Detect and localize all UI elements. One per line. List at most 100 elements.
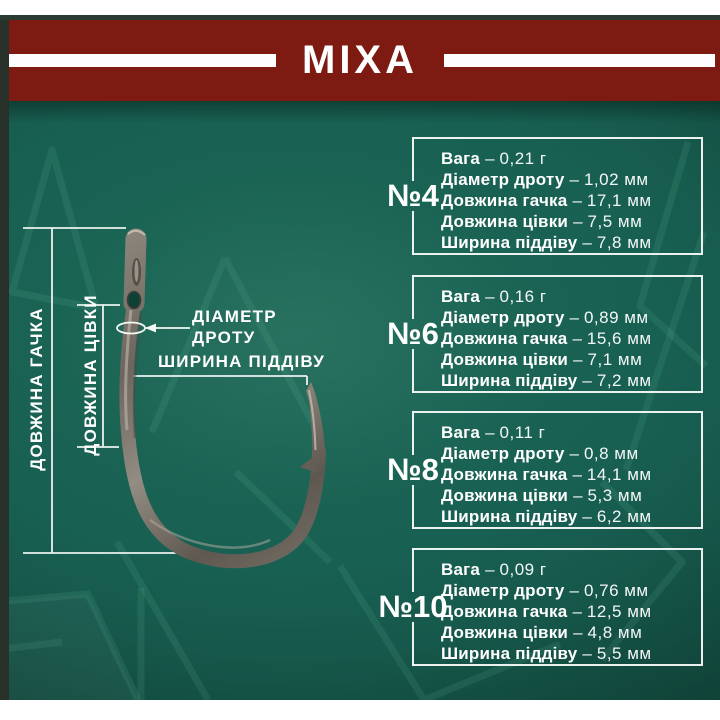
spec-label: Довжина цівки bbox=[441, 486, 569, 505]
spec-label: Довжина цівки bbox=[441, 350, 569, 369]
spec-row: Вага–0,21 г bbox=[441, 148, 701, 169]
spec-label: Довжина гачка bbox=[441, 329, 568, 348]
spec-label: Діаметр дроту bbox=[441, 170, 565, 189]
spec-separator: – bbox=[572, 329, 582, 348]
box-border-segment bbox=[412, 137, 414, 181]
brand-stripe-left bbox=[5, 54, 276, 67]
spec-label: Вага bbox=[441, 423, 481, 442]
spec-label: Ширина піддіву bbox=[441, 644, 578, 663]
spec-row: Довжина гачка–17,1 мм bbox=[441, 190, 701, 211]
spec-row: Довжина цівки–7,1 мм bbox=[441, 349, 701, 370]
spec-separator: – bbox=[485, 149, 495, 168]
spec-row: Діаметр дроту–0,76 мм bbox=[441, 580, 701, 601]
spec-box-no6: №6 Вага–0,16 г Діаметр дроту–0,89 мм Дов… bbox=[387, 275, 703, 393]
spec-value: 0,89 мм bbox=[583, 308, 649, 327]
top-white-bar bbox=[0, 0, 720, 15]
spec-label: Вага bbox=[441, 560, 481, 579]
shank-length-bracket bbox=[77, 304, 120, 448]
spec-separator: – bbox=[485, 287, 495, 306]
spec-separator: – bbox=[573, 350, 583, 369]
spec-row: Ширина піддіву–5,5 мм bbox=[441, 643, 701, 664]
spec-value: 7,1 мм bbox=[587, 350, 643, 369]
spec-separator: – bbox=[485, 423, 495, 442]
spec-separator: – bbox=[573, 212, 583, 231]
spec-value: 4,8 мм bbox=[587, 623, 643, 642]
gap-width-line bbox=[132, 375, 308, 385]
spec-separator: – bbox=[569, 170, 579, 189]
brand-band: MIXA bbox=[0, 20, 720, 101]
spec-row: Довжина цівки–4,8 мм bbox=[441, 622, 701, 643]
spec-label: Довжина цівки bbox=[441, 212, 569, 231]
left-dark-strip bbox=[0, 15, 9, 700]
box-border-segment bbox=[412, 275, 414, 319]
spec-separator: – bbox=[569, 581, 579, 600]
spec-value: 7,8 мм bbox=[596, 233, 652, 252]
spec-label: Вага bbox=[441, 149, 481, 168]
spec-separator: – bbox=[569, 444, 579, 463]
wire-diameter-label-line1: ДІАМЕТР bbox=[192, 307, 277, 326]
spec-separator: – bbox=[569, 308, 579, 327]
hook-length-bracket bbox=[23, 227, 182, 554]
spec-box-no10: №10 Вага–0,09 г Діаметр дроту–0,76 мм До… bbox=[378, 548, 703, 666]
spec-box-no8: №8 Вага–0,11 г Діаметр дроту–0,8 мм Довж… bbox=[387, 411, 703, 529]
spec-value: 0,76 мм bbox=[583, 581, 649, 600]
brand-title: MIXA bbox=[302, 37, 418, 82]
shank-length-label: ДОВЖИНА ЦІВКИ bbox=[81, 294, 100, 456]
box-border-segment bbox=[412, 622, 414, 666]
spec-value: 1,02 мм bbox=[583, 170, 649, 189]
size-number: №8 bbox=[387, 452, 439, 487]
spec-value: 0,11 г bbox=[499, 423, 546, 442]
box-border-segment bbox=[412, 349, 414, 393]
spec-row: Довжина цівки–5,3 мм bbox=[441, 485, 701, 506]
spec-value: 7,5 мм bbox=[587, 212, 643, 231]
hook-barb bbox=[300, 457, 317, 473]
spec-row: Вага–0,09 г bbox=[441, 559, 701, 580]
top-divider-line bbox=[0, 15, 720, 20]
size-number: №6 bbox=[387, 316, 439, 351]
size-number: №4 bbox=[387, 178, 439, 213]
spec-value: 0,8 мм bbox=[583, 444, 639, 463]
box-border-segment bbox=[412, 211, 414, 255]
box-border-segment bbox=[412, 548, 414, 592]
spec-row: Діаметр дроту–1,02 мм bbox=[441, 169, 701, 190]
brand-stripe-right bbox=[444, 54, 715, 67]
spec-separator: – bbox=[572, 465, 582, 484]
arrow-left-icon bbox=[145, 323, 156, 333]
spec-value: 0,21 г bbox=[499, 149, 547, 168]
wire-diameter-marker bbox=[116, 321, 190, 335]
spec-separator: – bbox=[582, 644, 592, 663]
spec-value: 7,2 мм bbox=[596, 371, 652, 390]
spec-value: 0,16 г bbox=[499, 287, 547, 306]
spec-separator: – bbox=[582, 233, 592, 252]
spec-box-no4: №4 Вага–0,21 г Діаметр дроту–1,02 мм Дов… bbox=[387, 137, 703, 255]
spec-row: Вага–0,16 г bbox=[441, 286, 701, 307]
spec-label: Довжина гачка bbox=[441, 191, 568, 210]
spec-label: Ширина піддіву bbox=[441, 233, 578, 252]
spec-row: Вага–0,11 г bbox=[441, 422, 701, 443]
spec-separator: – bbox=[582, 371, 592, 390]
spec-row: Ширина піддіву–6,2 мм bbox=[441, 506, 701, 527]
spec-label: Ширина піддіву bbox=[441, 371, 578, 390]
spec-value: 5,3 мм bbox=[587, 486, 643, 505]
hook-illustration bbox=[119, 228, 326, 569]
spec-value: 17,1 мм bbox=[586, 191, 652, 210]
spec-separator: – bbox=[572, 602, 582, 621]
spec-label: Ширина піддіву bbox=[441, 507, 578, 526]
spec-row: Довжина цівки–7,5 мм bbox=[441, 211, 701, 232]
spec-separator: – bbox=[582, 507, 592, 526]
spec-separator: – bbox=[573, 623, 583, 642]
spec-row: Довжина гачка–14,1 мм bbox=[441, 464, 701, 485]
dimension-lines bbox=[23, 227, 308, 554]
spec-label: Довжина цівки bbox=[441, 623, 569, 642]
spec-value: 12,5 мм bbox=[586, 602, 652, 621]
hook-length-label: ДОВЖИНА ГАЧКА bbox=[27, 307, 46, 471]
gap-width-label: ШИРИНА ПІДДІВУ bbox=[158, 352, 326, 371]
spec-row: Довжина гачка–15,6 мм bbox=[441, 328, 701, 349]
spec-separator: – bbox=[485, 560, 495, 579]
bottom-white-bar bbox=[0, 700, 720, 720]
wire-diameter-label-line2: ДРОТУ bbox=[192, 328, 256, 347]
spec-row: Ширина піддіву–7,2 мм bbox=[441, 370, 701, 391]
spec-label: Довжина гачка bbox=[441, 602, 568, 621]
spec-row: Діаметр дроту–0,8 мм bbox=[441, 443, 701, 464]
